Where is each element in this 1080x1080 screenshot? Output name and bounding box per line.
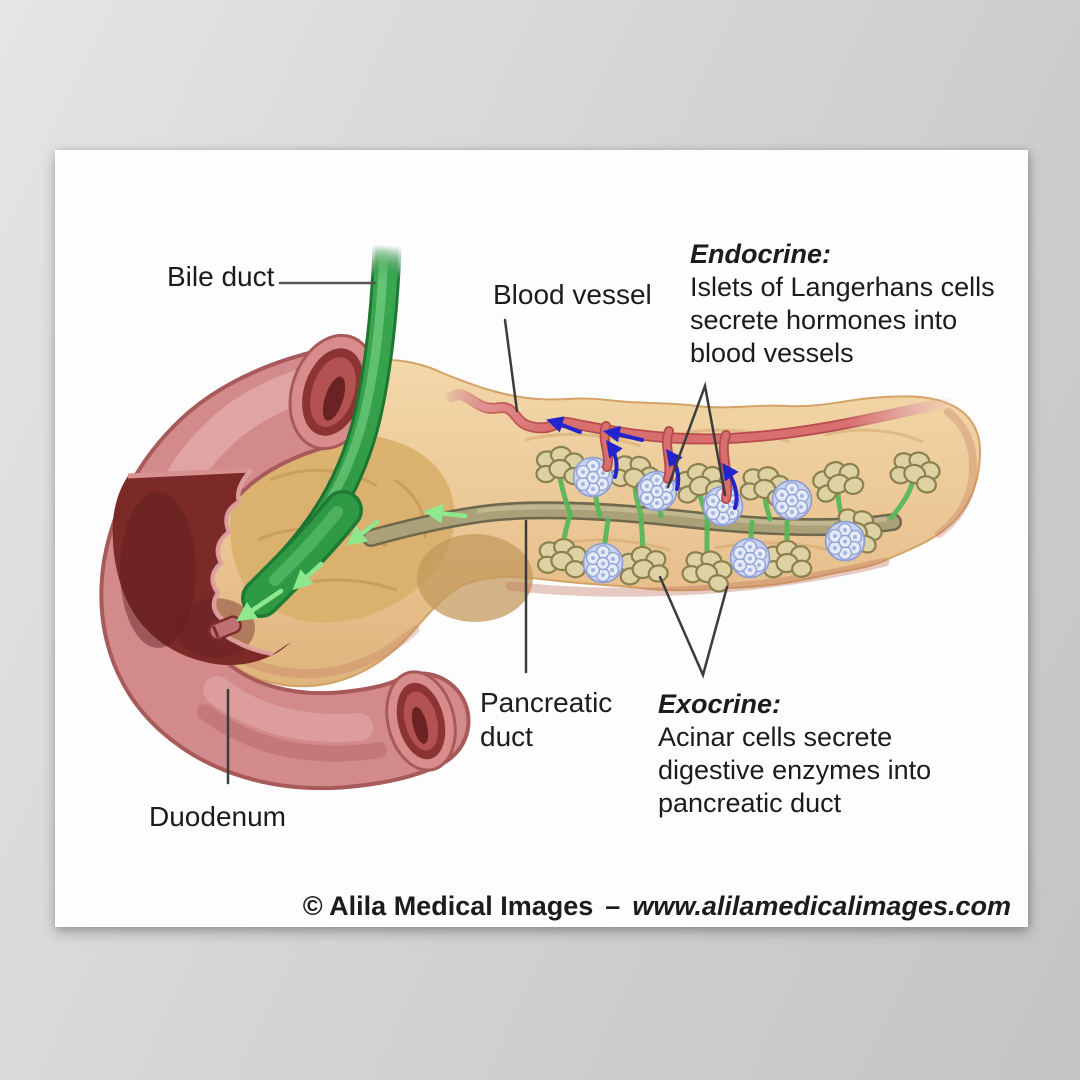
duodenal-papilla <box>208 615 242 641</box>
exocrine-note: Exocrine: Acinar cells secrete digestive… <box>658 688 931 820</box>
exocrine-title: Exocrine: <box>658 689 782 719</box>
duodenum-highlight-lower <box>203 676 373 743</box>
credit-line: © Alila Medical Images – www.alilamedica… <box>303 891 1011 922</box>
endocrine-note: Endocrine: Islets of Langerhans cells se… <box>690 238 995 370</box>
pancreatic-duct-line-2: duct <box>480 721 533 752</box>
exocrine-line-1: Acinar cells secrete <box>658 722 893 752</box>
credit-url: www.alilamedicalimages.com <box>632 891 1011 921</box>
interior-lumen <box>112 470 291 666</box>
credit-name: © Alila Medical Images <box>302 891 594 921</box>
cut-edge-scallop <box>210 468 274 657</box>
cut-edge-top <box>127 467 252 479</box>
duodenum-shade-lower <box>197 704 387 762</box>
blood-vessel-leader <box>503 318 519 413</box>
pancreas-head-shadow <box>417 534 533 622</box>
pancreas-anatomy-illustration <box>99 235 982 791</box>
bile-duct-label: Bile duct <box>167 261 275 292</box>
endocrine-line-3: blood vessels <box>690 338 854 368</box>
duodenum-lower-opening <box>385 670 457 772</box>
exocrine-leader <box>658 575 729 679</box>
bile-duct-merge <box>241 490 363 618</box>
exocrine-line-3: pancreatic duct <box>658 788 842 818</box>
interior-shadow <box>120 492 196 648</box>
endocrine-line-1: Islets of Langerhans cells <box>690 272 995 302</box>
pancreatic-duct-line-1: Pancreatic <box>480 687 613 718</box>
credit-separator: – <box>605 891 621 921</box>
pancreatic-duct-label: Pancreatic duct <box>480 686 612 754</box>
leader-lines <box>226 281 729 785</box>
endocrine-title: Endocrine: <box>690 239 832 269</box>
blood-vessel-label: Blood vessel <box>493 279 652 310</box>
endocrine-line-2: secrete hormones into <box>690 305 958 335</box>
exocrine-line-2: digestive enzymes into <box>658 755 932 785</box>
endocrine-leader <box>666 381 727 497</box>
duodenum-cut-interior <box>112 467 291 666</box>
blue-flow-arrows <box>546 416 739 510</box>
duodenum-label: Duodenum <box>149 801 286 832</box>
green-flow-arrows <box>236 503 468 622</box>
poster: Bile duct Blood vessel Endocrine: Islets… <box>55 150 1028 927</box>
